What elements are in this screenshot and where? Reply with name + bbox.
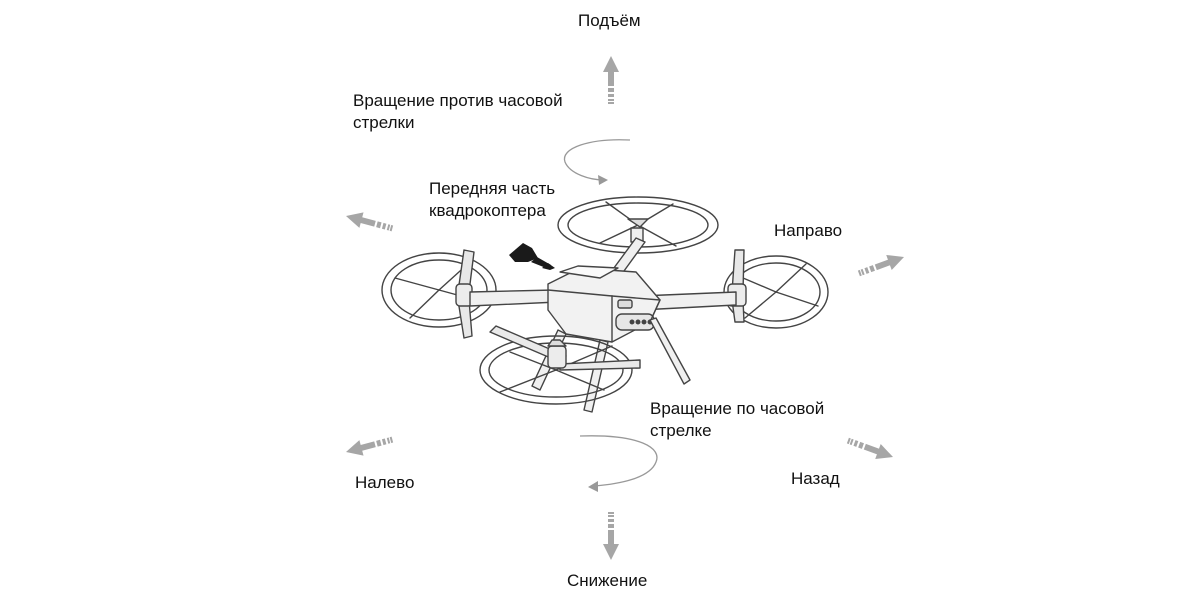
arrow-left-icon [343, 208, 395, 237]
arm-left [469, 289, 559, 307]
rotate-cw-icon [579, 435, 658, 492]
down-text: Снижение [567, 571, 648, 590]
label-up: Подъём [578, 10, 641, 32]
label-left: Налево [355, 472, 414, 494]
label-cw-rotation: Вращение по часовой стрелке [650, 398, 824, 442]
label-ccw-rotation: Вращение против часовой стрелки [353, 90, 563, 134]
arrow-up-icon [603, 56, 619, 104]
propeller-guard-left [381, 249, 497, 339]
cw-text-line1: Вращение по часовой [650, 399, 825, 418]
arrow-down-icon [603, 512, 619, 560]
ccw-text-line1: Вращение против часовой [353, 91, 563, 110]
rotate-ccw-icon [563, 139, 631, 185]
left-text: Налево [355, 473, 415, 492]
arrow-up-right-icon [856, 249, 907, 281]
arrow-down-left-icon [343, 431, 395, 460]
arrow-down-right-icon [845, 433, 896, 465]
front-text-line2: квадрокоптера [429, 201, 546, 220]
propeller-guard-right [723, 249, 829, 329]
front-direction-icon [509, 243, 555, 270]
ccw-text-line2: стрелки [353, 113, 415, 132]
cw-text-line2: стрелке [650, 421, 712, 440]
label-back: Назад [791, 468, 840, 490]
front-text-line1: Передняя часть [429, 179, 556, 198]
drone-body [547, 265, 661, 343]
propeller-guard-front [479, 325, 641, 405]
label-front: Передняя часть квадрокоптера [429, 178, 555, 222]
quadcopter-icon [381, 196, 829, 413]
label-down: Снижение [567, 570, 647, 592]
back-text: Назад [791, 469, 840, 488]
label-right: Направо [774, 220, 842, 242]
up-text: Подъём [578, 11, 641, 30]
right-text: Направо [774, 221, 843, 240]
